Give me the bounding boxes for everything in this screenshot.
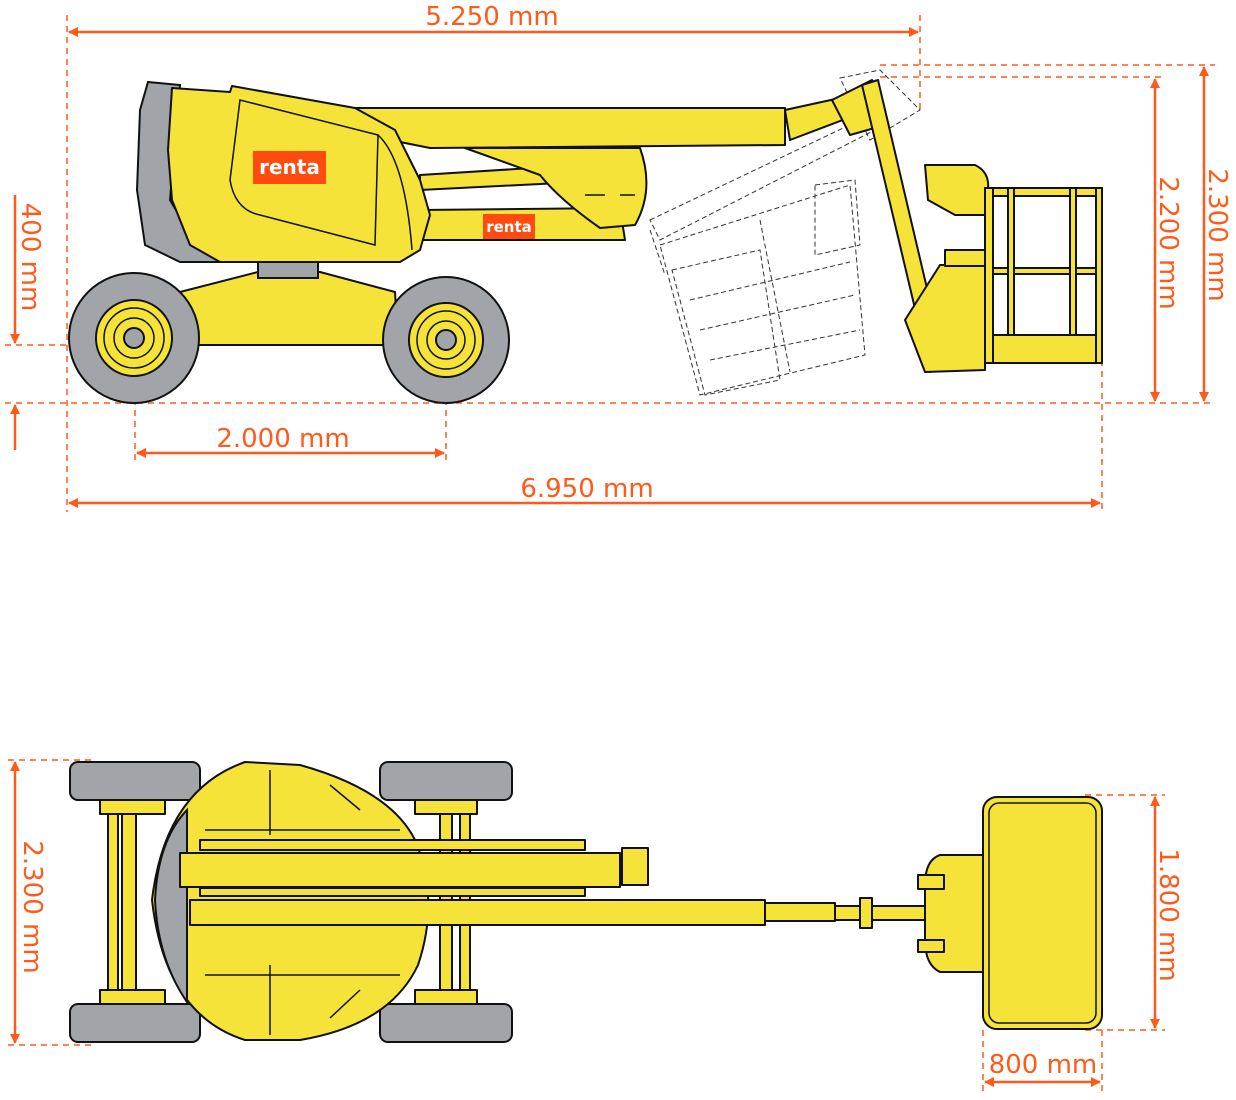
- dim-label-overall-width: 2.300 mm: [17, 840, 47, 973]
- turntable-bearing: [257, 261, 319, 279]
- main-boom-top: [189, 899, 766, 926]
- control-box: [924, 164, 990, 216]
- dim-label-height-inner: 2.200 mm: [1153, 176, 1183, 309]
- counterweight-top: [153, 807, 188, 1006]
- jib-top: [834, 905, 926, 921]
- logo-text: renta: [259, 155, 320, 179]
- platform-top: [982, 796, 1103, 1030]
- platform-basket: [944, 187, 1103, 364]
- top-view: 2.300 mm 1.800 mm 800 mm: [8, 759, 1183, 1092]
- renta-logo-large: [253, 151, 326, 184]
- side-view: renta renta: [5, 2, 1232, 512]
- dim-label-platform-width: 800 mm: [989, 1050, 1098, 1080]
- dim-label-height-outer: 2.300 mm: [1202, 168, 1232, 301]
- tire-rear-left: [69, 761, 201, 801]
- dim-label-ground-clearance: 400 mm: [15, 203, 45, 312]
- dim-label-wheelbase: 2.000 mm: [216, 424, 349, 454]
- tire-front-left: [379, 761, 513, 801]
- dim-label-platform-length: 1.800 mm: [1153, 848, 1183, 981]
- boom-extension-top: [764, 902, 836, 922]
- renta-logo-small: [483, 214, 535, 239]
- link-arm-top-2: [199, 887, 586, 897]
- tire-rear-right: [69, 1003, 201, 1043]
- tire-front-right: [379, 1003, 513, 1043]
- rear-wheel: [68, 272, 200, 404]
- ghost-platform-outline: [649, 69, 921, 396]
- boom-pivot: [464, 147, 648, 229]
- top-extension-lines: [8, 759, 1165, 1092]
- link-arm-top: [199, 839, 586, 851]
- chassis: [179, 271, 399, 346]
- logo-text: renta: [486, 218, 532, 236]
- front-wheel: [382, 276, 510, 404]
- jib-box-top: [621, 847, 649, 886]
- dim-label-stowed-length: 5.250 mm: [425, 2, 558, 32]
- dim-label-overall-length: 6.950 mm: [520, 474, 653, 504]
- lower-boom-top: [179, 852, 621, 888]
